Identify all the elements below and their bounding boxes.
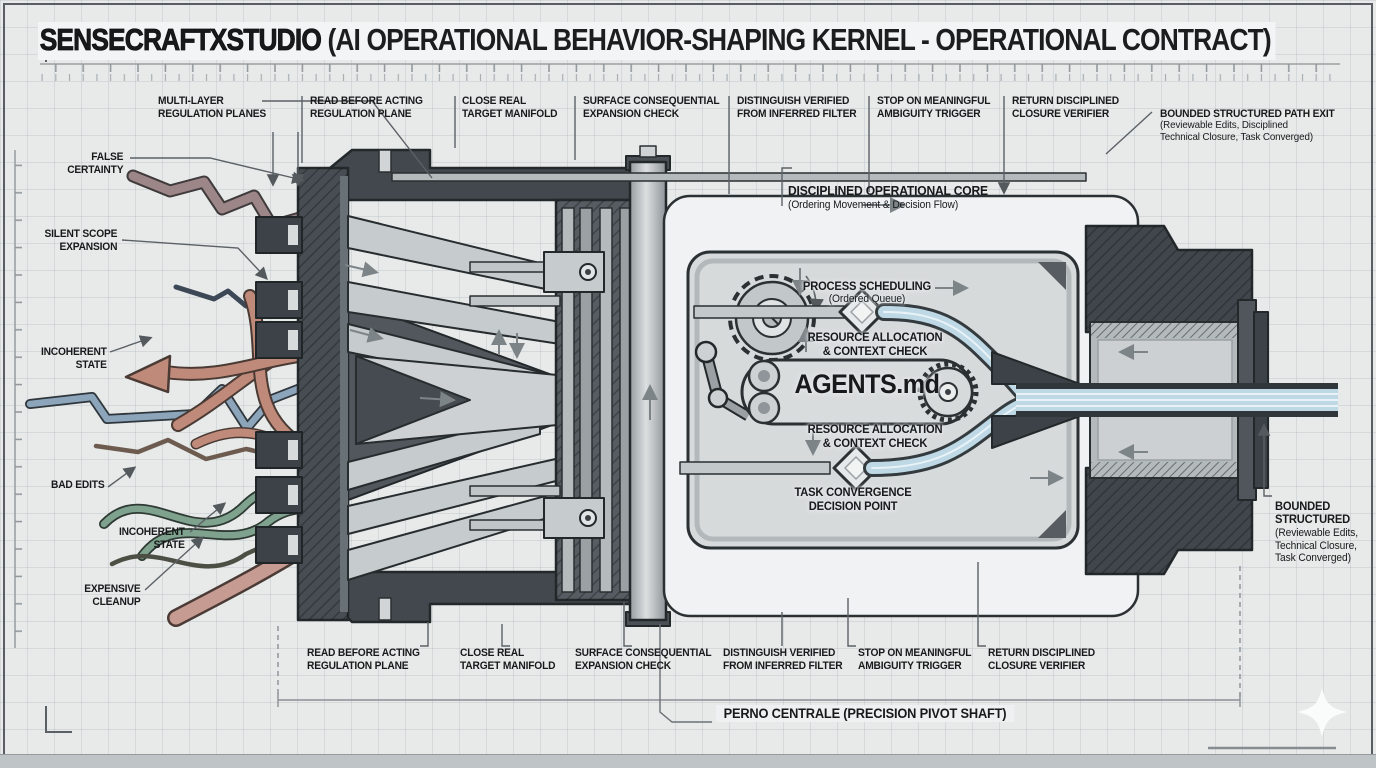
core-header-title: DISCIPLINED OPERATIONAL CORE: [788, 182, 988, 198]
process-scheduling-detail: (Ordered Queue): [828, 293, 906, 306]
label-resource-allocation-top: RESOURCE ALLOCATION & CONTEXT CHECK: [807, 330, 943, 358]
callout-silent-scope-expansion: SILENT SCOPE EXPANSION: [44, 228, 117, 253]
callout-return-disciplined-top: RETURN DISCIPLINED CLOSURE VERIFIER: [1012, 95, 1119, 120]
callout-distinguish-verified-top: DISTINGUISH VERIFIED FROM INFERRED FILTE…: [737, 95, 857, 120]
drawing-annotations: [14, 37, 1340, 750]
regulation-arms: [347, 215, 633, 581]
core-header-detail: (Ordering Movement & Decision Flow): [788, 198, 959, 211]
callout-incoherent-state-upper: INCOHERENT STATE: [41, 346, 107, 371]
callout-incoherent-state-lower: INCOHERENT STATE: [119, 526, 185, 551]
callout-bounded-structured-path-exit: BOUNDED STRUCTURED PATH EXIT (Reviewable…: [1160, 95, 1335, 157]
callout-bounded-exit-title: BOUNDED STRUCTURED PATH EXIT: [1160, 107, 1335, 120]
incoherent-arrowhead: [124, 354, 172, 394]
callout-close-real-target-top: CLOSE REAL TARGET MANIFOLD: [462, 95, 558, 120]
callout-close-real-target-bottom: CLOSE REAL TARGET MANIFOLD: [460, 647, 556, 672]
input-manifold: [255, 166, 350, 622]
process-scheduling-title: PROCESS SCHEDULING: [802, 278, 932, 293]
bottom-edge-bar: [0, 754, 1376, 768]
callout-stop-on-ambiguity-top: STOP ON MEANINGFUL AMBIGUITY TRIGGER: [877, 95, 991, 120]
callout-false-certainty: FALSE CERTAINTY: [66, 151, 123, 176]
callout-return-disciplined-bottom: RETURN DISCIPLINED CLOSURE VERIFIER: [988, 647, 1095, 672]
label-resource-allocation-bottom: RESOURCE ALLOCATION & CONTEXT CHECK: [807, 422, 943, 450]
flow-arrow-icons: [344, 197, 1148, 486]
input-ports: [255, 216, 303, 564]
label-agents-md: AGENTS.md: [794, 369, 940, 399]
callout-surface-consequential-top: SURFACE CONSEQUENTIAL EXPANSION CHECK: [583, 95, 720, 120]
incoherent-dark-strand: [109, 521, 315, 569]
callout-read-before-acting-bottom: READ BEFORE ACTING REGULATION PLANE: [307, 647, 420, 672]
top-rail-rod: [391, 172, 1087, 182]
cam-linkage: [694, 340, 751, 421]
callout-bounded-structured-output: BOUNDED STRUCTURED (Reviewable Edits, Te…: [1275, 486, 1358, 578]
agents-link: [740, 358, 979, 426]
callout-surface-consequential-bottom: SURFACE CONSEQUENTIAL EXPANSION CHECK: [575, 647, 712, 672]
callout-bad-edits: BAD EDITS: [50, 479, 105, 491]
bounded-structured-detail: (Reviewable Edits, Technical Closure, Ta…: [1275, 527, 1359, 565]
bounded-structured-title: BOUNDED STRUCTURED: [1275, 498, 1351, 527]
brand-name: SENSECRAFTXSTUDIO: [39, 22, 322, 58]
machine-cutaway: [255, 145, 1338, 627]
callout-stop-on-ambiguity-bottom: STOP ON MEANINGFUL AMBIGUITY TRIGGER: [858, 647, 972, 672]
callout-distinguish-verified-bottom: DISTINGUISH VERIFIED FROM INFERRED FILTE…: [723, 647, 843, 672]
process-rods: [679, 288, 886, 492]
callout-read-before-acting-top: READ BEFORE ACTING REGULATION PLANE: [310, 95, 423, 120]
callout-expensive-cleanup: EXPENSIVE CLEANUP: [84, 583, 142, 608]
callout-multi-layer-regulation-planes: MULTI-LAYER REGULATION PLANES: [158, 95, 267, 120]
callout-bounded-exit-detail: (Reviewable Edits, Disciplined Technical…: [1160, 119, 1313, 144]
label-process-scheduling: PROCESS SCHEDULING (Ordered Queue): [774, 266, 960, 320]
caption-perno-centrale: PERNO CENTRALE (PRECISION PIVOT SHAFT): [716, 705, 1014, 722]
callout-disciplined-operational-core: DISCIPLINED OPERATIONAL CORE (Ordering M…: [788, 169, 988, 226]
bounded-output-beam: [1016, 383, 1338, 417]
label-task-convergence: TASK CONVERGENCE DECISION POINT: [794, 485, 912, 513]
diagram-title: SENSECRAFTXSTUDIO (AI OPERATIONAL BEHAVI…: [38, 22, 1276, 60]
sparkle-icon: [1297, 688, 1347, 737]
title-subtitle: (AI OPERATIONAL BEHAVIOR-SHAPING KERNEL …: [320, 22, 1271, 57]
